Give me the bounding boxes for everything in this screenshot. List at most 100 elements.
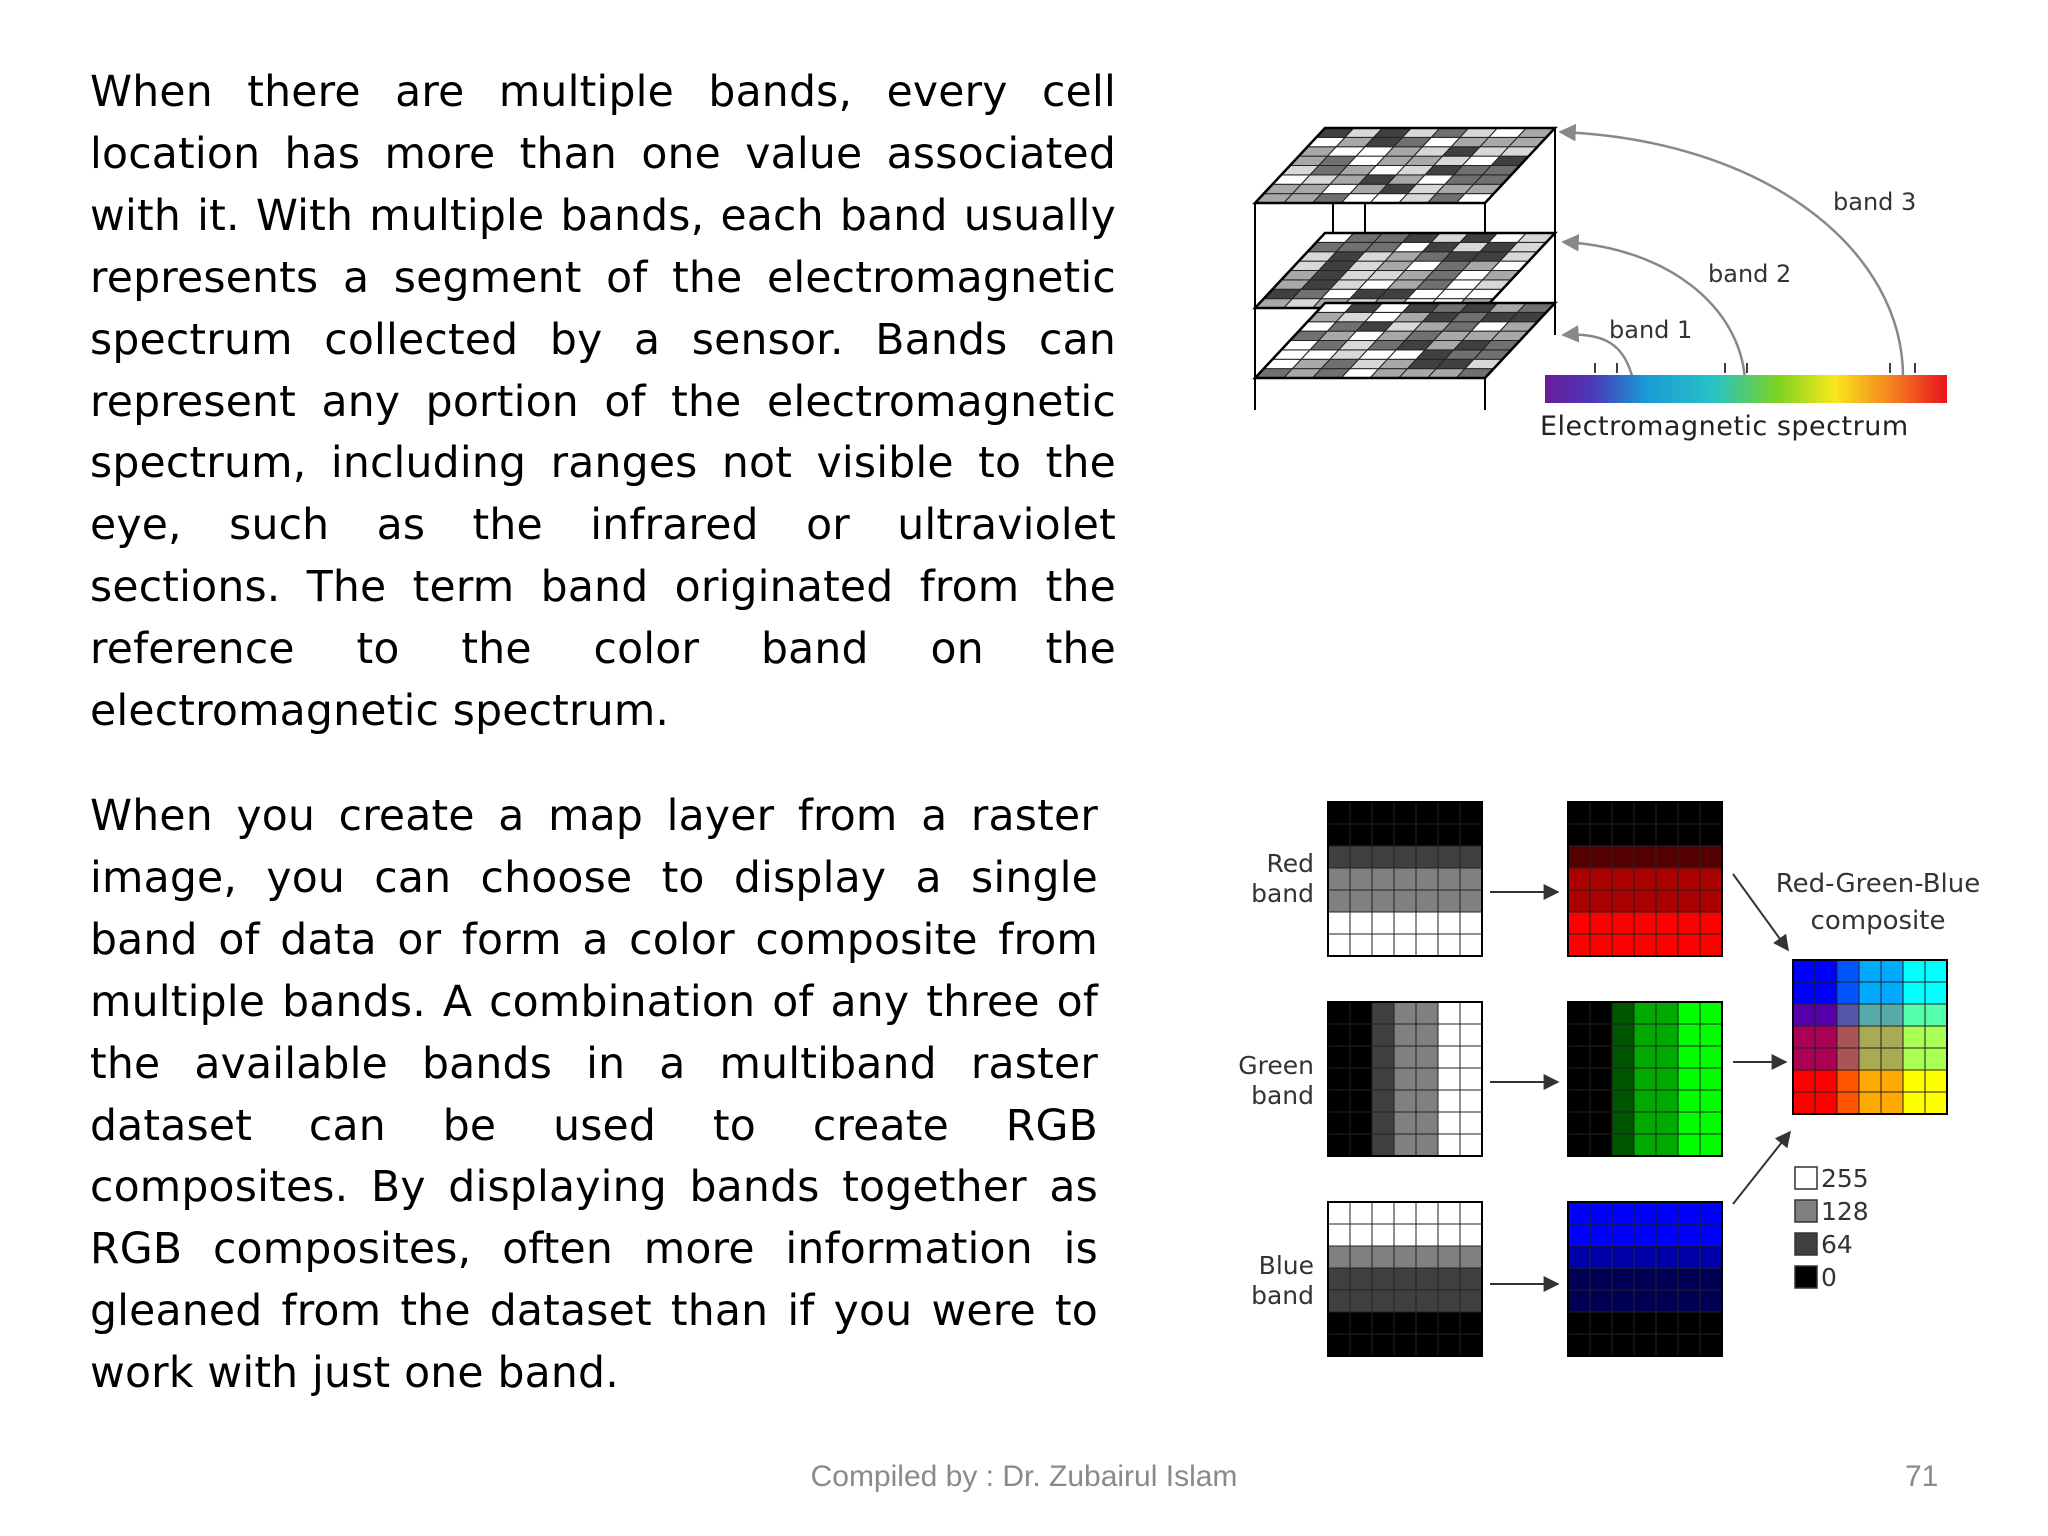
green-band-grid-cell	[1349, 1067, 1373, 1091]
blue-band-grid-cell	[1415, 1267, 1439, 1291]
composite-label-1: Red-Green-Blue	[1776, 869, 1980, 899]
composite-cell	[1858, 959, 1882, 983]
red-band-grid-cell	[1371, 823, 1395, 847]
green-tint-grid-cell	[1633, 1045, 1657, 1069]
blue-band-grid-cell	[1327, 1223, 1351, 1247]
red-band-grid-cell	[1415, 933, 1439, 957]
composite-cell	[1858, 1091, 1882, 1115]
composite-cell	[1814, 1003, 1838, 1027]
blue-tint-grid-cell	[1633, 1201, 1657, 1225]
red-band-grid-cell	[1437, 823, 1461, 847]
legend-label-128: 128	[1821, 1197, 1869, 1226]
green-tint-grid-cell	[1567, 1111, 1591, 1135]
composite-cell	[1902, 959, 1926, 983]
green-band-grid-cell	[1415, 1067, 1439, 1091]
green-tint-grid-cell	[1567, 1133, 1591, 1157]
green-tint-grid-cell	[1567, 1089, 1591, 1113]
composite-cell	[1902, 1025, 1926, 1049]
red-band-grid-cell	[1327, 933, 1351, 957]
green-tint-grid-outline	[1567, 1001, 1723, 1157]
red-tint-grid-cell	[1589, 867, 1613, 891]
red-band-grid-cell	[1437, 911, 1461, 935]
blue-band-grid-outline	[1327, 1201, 1483, 1357]
band-1-arrow	[1561, 325, 1635, 381]
composite-cell	[1836, 1003, 1860, 1027]
green-band-grid-cell	[1415, 1133, 1439, 1157]
composite-cell	[1924, 981, 1948, 1005]
blue-tint-grid-cell	[1655, 1311, 1679, 1335]
red-tint-grid-cell	[1699, 911, 1723, 935]
blue-tint-grid-cell	[1633, 1289, 1657, 1313]
red-tint-grid-cell	[1589, 823, 1613, 847]
blue-tint-grid-cell	[1567, 1201, 1591, 1225]
red-tint-grid-cell	[1633, 867, 1657, 891]
spectrum-bar	[1545, 375, 1947, 403]
red-tint-grid-cell	[1567, 889, 1591, 913]
green-tint-grid-cell	[1677, 1023, 1701, 1047]
blue-band-grid-cell	[1349, 1201, 1373, 1225]
layer-3-outline	[1252, 301, 1558, 380]
blue-band-grid-cell	[1459, 1201, 1483, 1225]
green-tint-grid-cell	[1589, 1133, 1613, 1157]
band-layers	[1252, 126, 1558, 380]
green-band-grid-cell	[1415, 1023, 1439, 1047]
red-band-grid-cell	[1393, 823, 1417, 847]
figure-band-stack: band 3 band 2 band 1 Electromagnetic spe…	[1245, 110, 1965, 450]
composite-cell	[1880, 1003, 1904, 1027]
composite-cell	[1858, 1003, 1882, 1027]
blue-band-grid-cell	[1349, 1333, 1373, 1357]
blue-tint-grid-cell	[1567, 1223, 1591, 1247]
red-band-grid-cell	[1393, 867, 1417, 891]
blue-tint-grid-cell	[1567, 1245, 1591, 1269]
blue-band-grid-cell	[1459, 1223, 1483, 1247]
green-band-grid-cell	[1327, 1133, 1351, 1157]
red-band-grid-cell	[1437, 889, 1461, 913]
green-tint-grid-cell	[1699, 1045, 1723, 1069]
green-band-grid-cell	[1371, 1001, 1395, 1025]
green-band-grid-cell	[1393, 1023, 1417, 1047]
red-tint-grid-cell	[1611, 933, 1635, 957]
red-tint-grid-cell	[1699, 933, 1723, 957]
red-tint-grid-cell	[1655, 801, 1679, 825]
green-tint-grid-cell	[1633, 1067, 1657, 1091]
green-tint-grid-cell	[1699, 1089, 1723, 1113]
green-band-grid-cell	[1415, 1001, 1439, 1025]
green-band-grid-cell	[1327, 1067, 1351, 1091]
composite-cell	[1836, 1047, 1860, 1071]
composite-cell	[1814, 1047, 1838, 1071]
red-tint-grid-cell	[1589, 933, 1613, 957]
blue-band-grid-cell	[1349, 1223, 1373, 1247]
red-tint-grid-cell	[1633, 801, 1657, 825]
red-composite-arrow	[1732, 873, 1789, 952]
composite-cell	[1814, 981, 1838, 1005]
green-band-grid-cell	[1371, 1023, 1395, 1047]
green-tint-grid-cell	[1611, 1045, 1635, 1069]
band-1-label: band 1	[1609, 316, 1692, 344]
blue-tint-grid-cell	[1589, 1245, 1613, 1269]
composite-cell	[1880, 981, 1904, 1005]
composite-cell	[1792, 1091, 1816, 1115]
composite-cell	[1880, 1091, 1904, 1115]
red-band-grid-cell	[1459, 933, 1483, 957]
blue-tint-grid-cell	[1589, 1311, 1613, 1335]
composite-label-2: composite	[1811, 906, 1946, 936]
blue-band-grid-cell	[1393, 1311, 1417, 1335]
page-number: 71	[1905, 1460, 1939, 1493]
red-tint-grid-cell	[1633, 845, 1657, 869]
green-band-grid-cell	[1459, 1023, 1483, 1047]
blue-band-grid-cell	[1437, 1333, 1461, 1357]
blue-band-grid-cell	[1459, 1311, 1483, 1335]
green-band-grid-cell	[1393, 1045, 1417, 1069]
green-band-grid-cell	[1459, 1067, 1483, 1091]
red-band-grid-cell	[1437, 845, 1461, 869]
green-tint-grid-cell	[1677, 1111, 1701, 1135]
red-band-grid-cell	[1371, 801, 1395, 825]
layer-1-outline	[1252, 126, 1558, 205]
green-band-grid-cell	[1415, 1111, 1439, 1135]
blue-band-grid-cell	[1437, 1267, 1461, 1291]
blue-band-grid-cell	[1349, 1311, 1373, 1335]
composite-cell	[1792, 959, 1816, 983]
red-band-grid-cell	[1371, 933, 1395, 957]
red-tint-grid-cell	[1677, 889, 1701, 913]
green-band-grid-cell	[1349, 1023, 1373, 1047]
